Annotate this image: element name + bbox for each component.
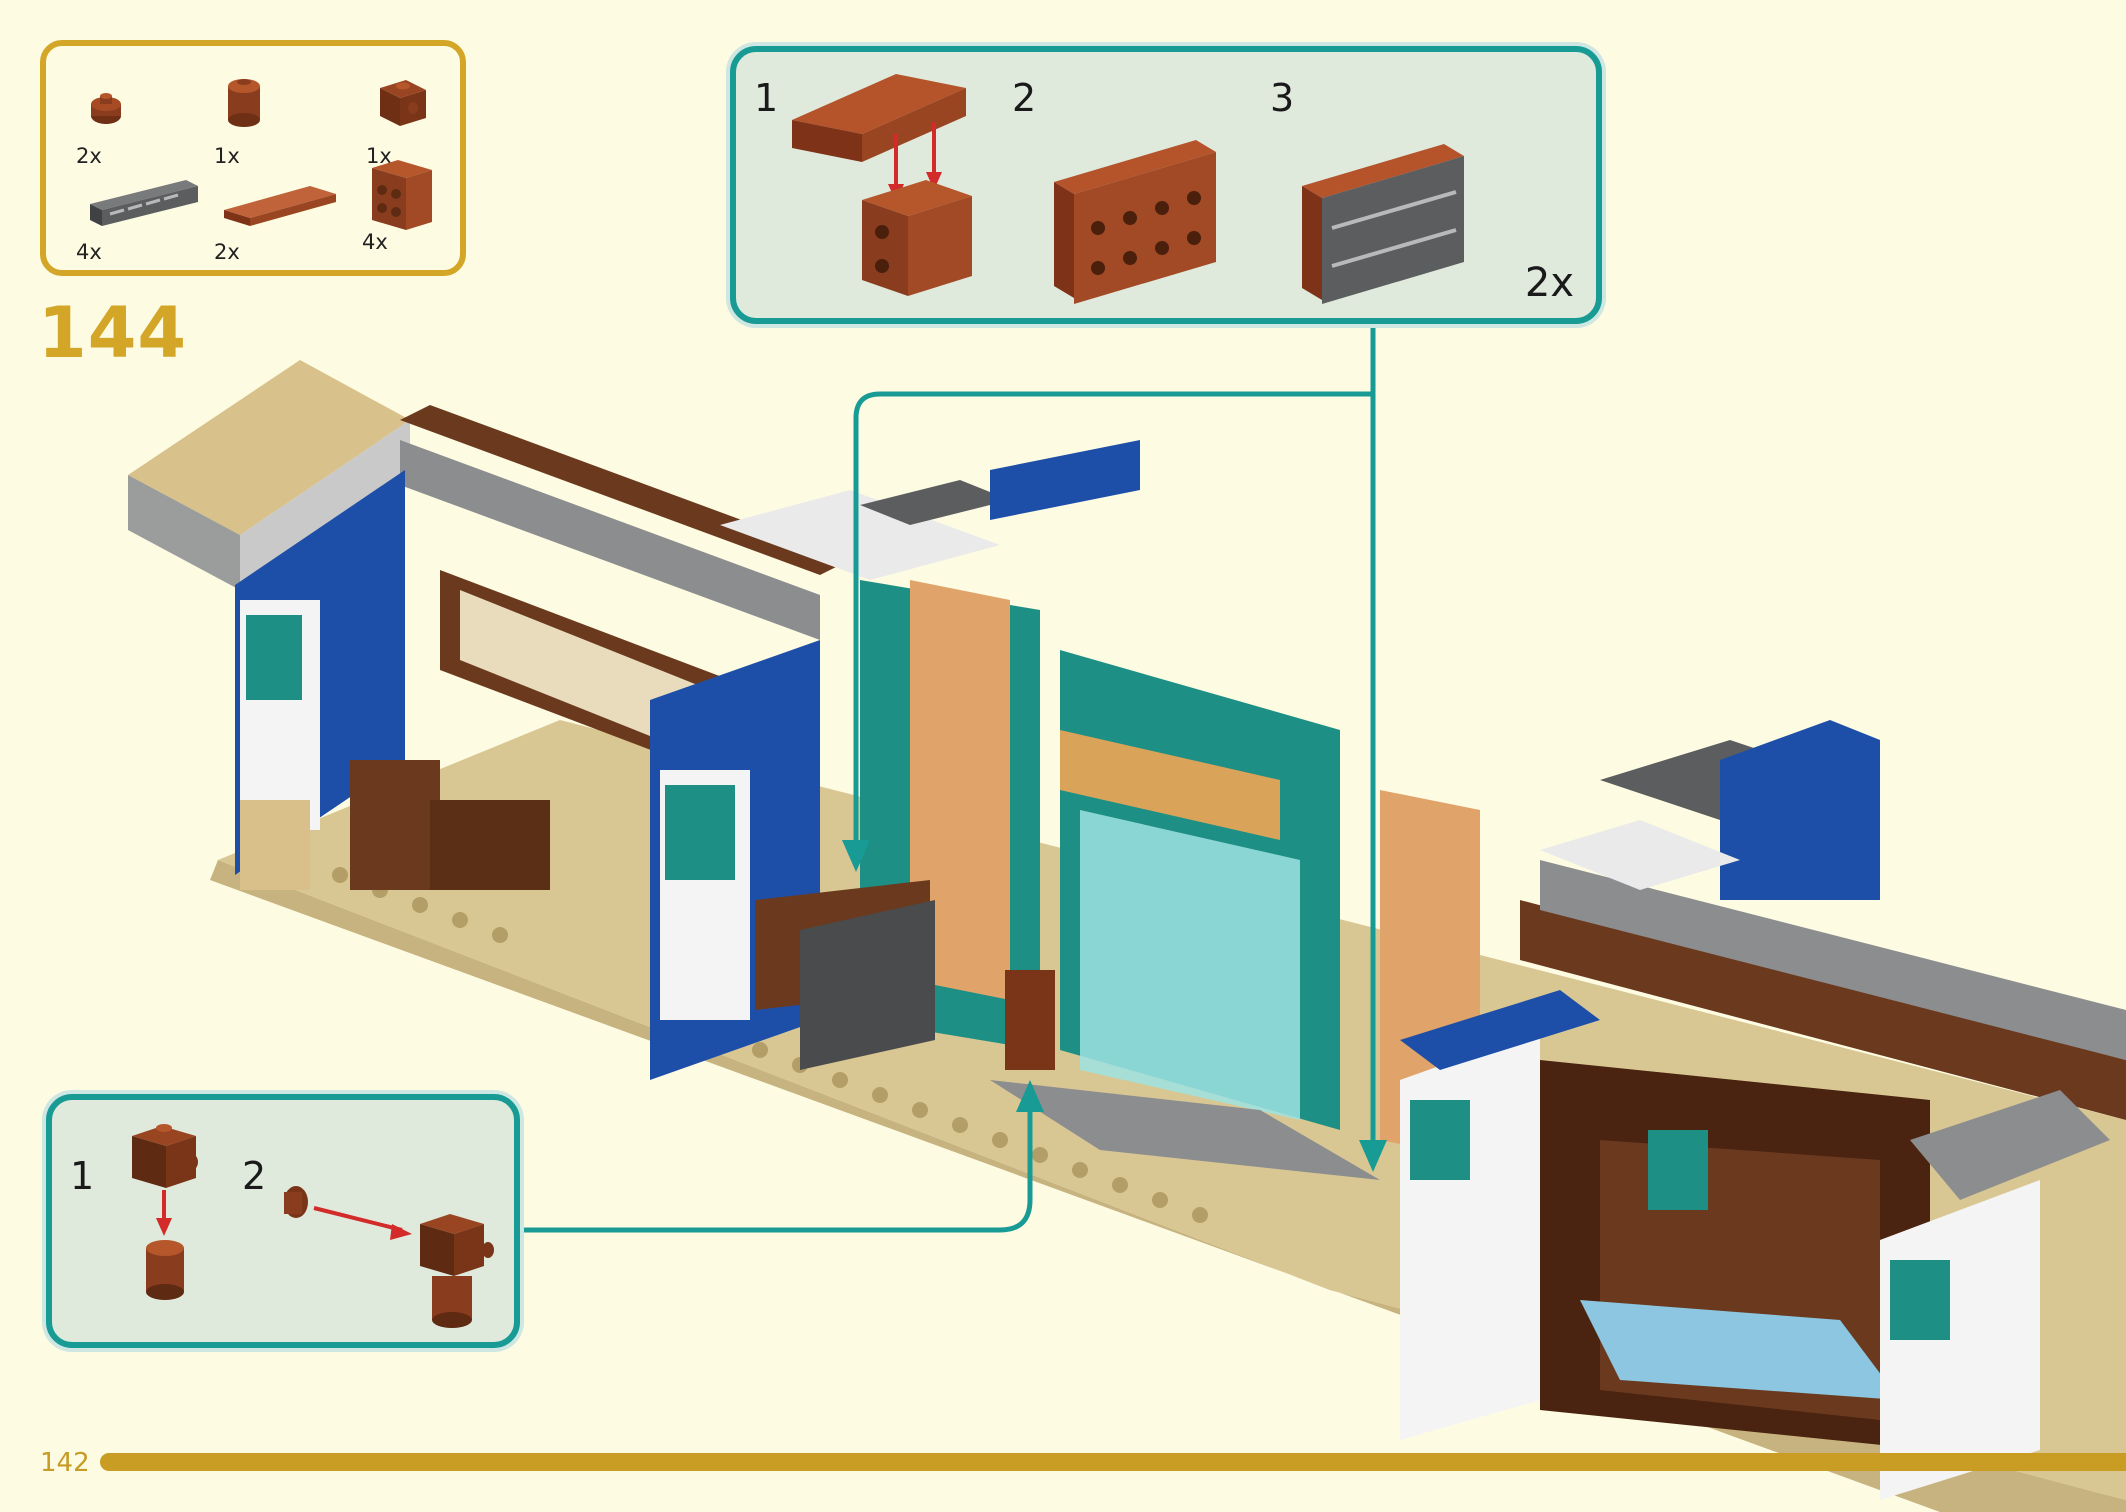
part-qty: 4x xyxy=(76,240,102,264)
part-brick-2x2: 4x xyxy=(362,154,472,254)
sub-step-number: 3 xyxy=(1270,76,1295,120)
round-plate-icon xyxy=(91,93,121,124)
page-number: 142 xyxy=(40,1448,90,1478)
brick-studs-side-icon xyxy=(380,80,426,126)
part-fence: 4x xyxy=(76,164,206,264)
part-qty: 2x xyxy=(76,144,102,168)
sub-step-number: 1 xyxy=(70,1154,95,1198)
step-number: 144 xyxy=(38,292,188,374)
page-progress-bar xyxy=(100,1453,2126,1471)
part-round-brick: 1x xyxy=(214,68,324,168)
part-qty: 1x xyxy=(214,144,240,168)
tile-icon xyxy=(224,186,336,226)
part-qty: 4x xyxy=(362,230,388,254)
sub-assembly-callout-top: 1 2 3 2x xyxy=(730,46,1602,324)
multiplier-label: 2x xyxy=(1524,260,1574,306)
sub-step-number: 1 xyxy=(754,76,779,120)
round-brick-icon xyxy=(228,79,260,127)
callout-top-illustration xyxy=(792,74,1464,304)
callout-bottom-illustration xyxy=(132,1124,494,1328)
brick-2x2-icon xyxy=(372,160,432,230)
part-tile: 2x xyxy=(214,164,344,264)
sub-step-number: 2 xyxy=(1012,76,1037,120)
parts-list-panel: 2x 1x 1x 4x xyxy=(40,40,466,276)
sub-assembly-callout-bottom: 1 2 xyxy=(46,1094,520,1348)
fence-icon xyxy=(90,180,198,226)
part-round-plate: 2x xyxy=(76,68,186,168)
sub-step-number: 2 xyxy=(242,1154,267,1198)
part-qty: 2x xyxy=(214,240,240,264)
